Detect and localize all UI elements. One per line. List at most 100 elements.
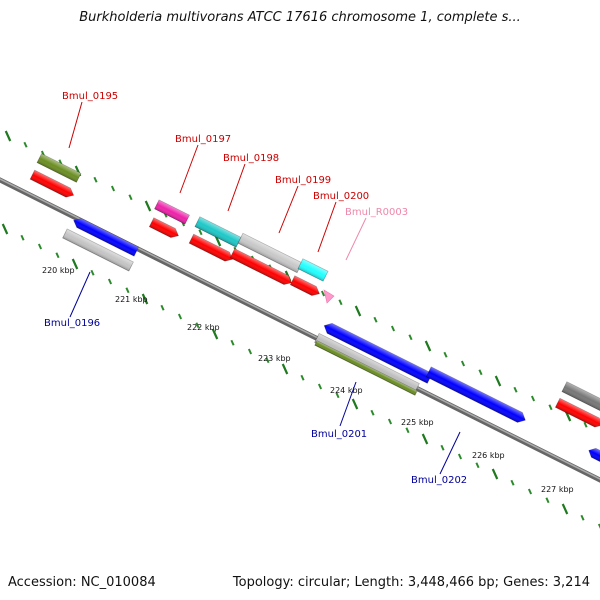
bmul-0195-leader [68,101,83,149]
rrna-marker[interactable] [323,289,335,304]
gene-label-bmul-0199[interactable]: Bmul_0199 [275,175,331,186]
outer-tick [144,200,152,212]
outer-tick [530,395,536,402]
gene-bmul-0201-blue[interactable] [322,321,433,384]
bmul-0196-leader [69,271,91,318]
inner-tick [141,293,149,305]
outer-tick [408,334,413,341]
outer-tick [214,235,222,247]
outer-tick [128,194,133,201]
inner-tick [351,398,359,410]
kbp-label-223: 223 kbp [258,354,291,363]
inner-tick [527,488,533,495]
gene-bmul-0203[interactable] [561,381,600,413]
bmul-0199-leader [278,185,299,234]
inner-tick [211,328,219,340]
inner-tick [387,418,393,425]
inner-tick [177,313,183,320]
inner-tick [1,223,9,235]
gene-label-bmul-0198[interactable]: Bmul_0198 [223,153,279,164]
gene-label-bmul-0196[interactable]: Bmul_0196 [44,318,100,329]
kbp-label-225: 225 kbp [401,418,434,427]
outer-tick [4,130,12,142]
inner-tick [265,357,270,364]
gene-bmul-0196[interactable] [71,216,140,257]
kbp-label-224: 224 kbp [330,386,363,395]
gene-label-bmul-0197[interactable]: Bmul_0197 [175,134,231,145]
gene-bmul-0195[interactable] [36,153,82,183]
outer-tick [513,386,518,393]
outer-tick [354,305,362,317]
gene-bmul-0199-cds[interactable] [229,248,294,287]
gene-label-bmul-0200[interactable]: Bmul_0200 [313,191,369,202]
inner-tick [37,243,43,250]
gene-bmul-0200-cds[interactable] [289,275,321,298]
gene-bmul-0198[interactable] [194,216,242,248]
gene-bmul-0198-cds[interactable] [188,233,235,264]
gene-bmul-0199[interactable] [237,232,303,274]
inner-tick [20,234,25,241]
inner-tick [370,409,375,416]
inner-tick [597,523,600,529]
outer-tick [110,185,116,192]
gene-bmul-0202[interactable] [425,366,528,425]
map-title: Burkholderia multivorans ATCC 17616 chro… [79,10,521,25]
gene-bmul-0197[interactable] [154,199,190,225]
outer-tick [583,421,588,428]
inner-tick [300,374,305,381]
inner-tick [510,479,515,486]
chromosome-backbone [0,177,600,483]
inner-tick [335,392,340,399]
kbp-label-227: 227 kbp [541,485,574,494]
gene-bmul-0203-cds[interactable] [554,397,600,429]
gene-bmul-0197-cds[interactable] [148,217,180,240]
bmul-0200-leader [317,201,337,253]
outer-tick [494,375,502,387]
gene-bmul-0200[interactable] [297,258,329,282]
bmul-0198-leader [227,163,246,212]
inner-tick [71,258,79,270]
kbp-label-221: 221 kbp [115,295,148,304]
gene-label-bmul-0202[interactable]: Bmul_0202 [411,475,467,486]
outer-tick [460,360,466,367]
outer-tick [390,325,396,332]
outer-tick [478,369,483,376]
gene-label-bmul-0201[interactable]: Bmul_0201 [311,429,367,440]
inner-tick [317,383,323,390]
inner-tick [160,304,165,311]
bmul-r0003-leader [345,217,367,261]
backbone-line [0,177,600,483]
gene-bmul-0201-olive[interactable] [314,340,418,396]
label-leader-lines [68,101,461,475]
outer-tick [373,316,378,323]
backbone-highlight [0,178,600,480]
outer-tick [23,141,28,148]
inner-tick [491,468,499,480]
kbp-label-220: 220 kbp [42,266,75,275]
inner-tick [90,269,95,276]
inner-tick [421,433,429,445]
topology-summary: Topology: circular; Length: 3,448,466 bp… [232,575,590,590]
inner-tick [125,287,130,294]
bmul-0197-leader [179,144,199,194]
outer-tick [424,340,432,352]
inner-tick [545,497,550,504]
inner-tick [457,453,463,460]
outer-tick [548,404,553,411]
kbp-label-226: 226 kbp [472,451,505,460]
gene-label-bmul-r0003[interactable]: Bmul_R0003 [345,207,408,218]
outer-tick [338,299,343,306]
accession-text: Accession: NC_010084 [8,575,156,590]
gene-bmul-0196-grey[interactable] [62,228,134,272]
bmul-0201-leader [339,381,357,427]
bmul-0202-leader [439,431,461,475]
gene-bmul-0204[interactable] [587,446,600,463]
inner-tick [107,278,113,285]
gene-features[interactable] [29,153,600,463]
gene-label-bmul-0195[interactable]: Bmul_0195 [62,91,118,102]
inner-tick [230,339,235,346]
gene-bmul-0195-cds[interactable] [29,169,76,200]
